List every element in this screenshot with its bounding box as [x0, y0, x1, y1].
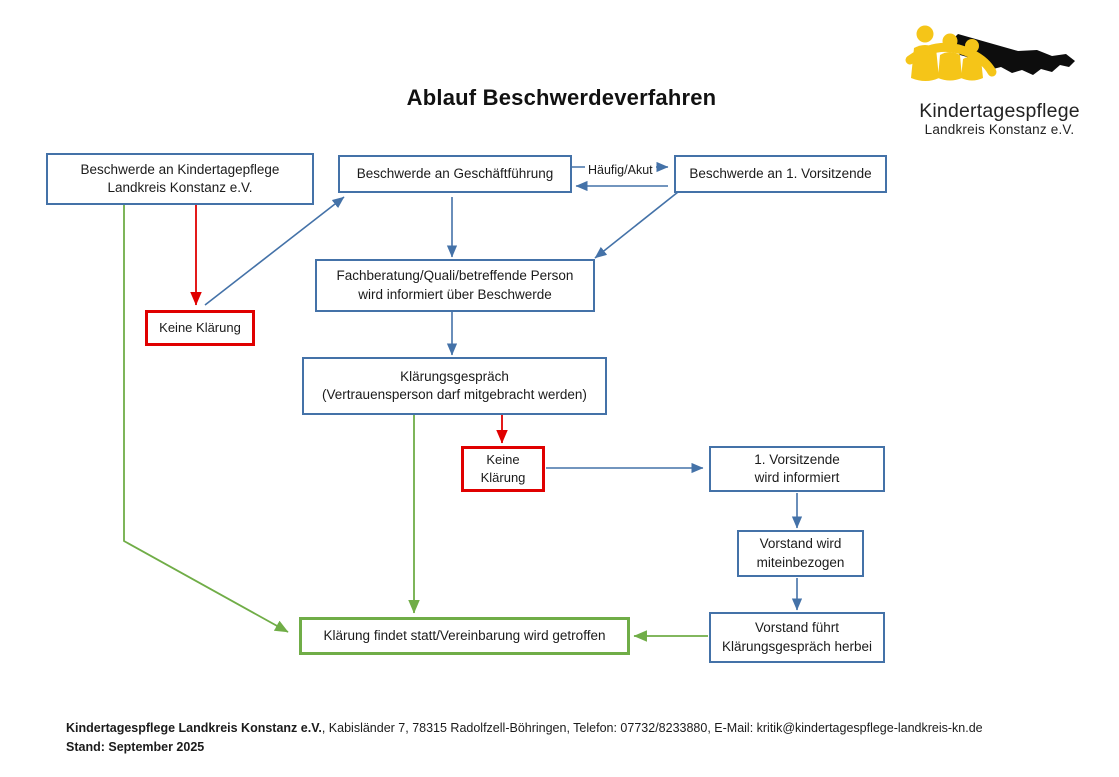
node-klaerungsgespraech[interactable]: Klärungsgespräch (Vertrauensperson darf … — [302, 357, 607, 415]
node-line: Klärung — [480, 470, 526, 485]
logo-title: Kindertagespflege — [919, 100, 1080, 122]
node-line: wird informiert — [754, 470, 840, 485]
edge-vorsitzende-to-fachberatung — [594, 191, 679, 259]
node-line: Beschwerde an Kindertagepflege — [80, 161, 280, 177]
edge-label-haeufig-akut: Häufig/Akut — [585, 163, 656, 177]
node-vorsitzende-informiert[interactable]: 1. Vorsitzende wird informiert — [709, 446, 885, 492]
logo-text: Kindertagespflege Landkreis Konstanz e.V… — [892, 100, 1107, 139]
node-line: Vorstand wird — [759, 536, 842, 552]
page-title-text: Ablauf Beschwerdeverfahren — [406, 85, 717, 110]
footer-org-name: Kindertagespflege Landkreis Konstanz e.V… — [66, 721, 322, 735]
logo: Kindertagespflege Landkreis Konstanz e.V… — [892, 18, 1107, 148]
node-line: Keine Klärung — [159, 320, 241, 336]
node-keine-klaerung-1[interactable]: Keine Klärung — [145, 310, 255, 346]
node-beschwerde-kindertagespflege[interactable]: Beschwerde an Kindertagepflege Landkreis… — [46, 153, 314, 205]
node-klaerung-findet-statt[interactable]: Klärung findet statt/Vereinbarung wird g… — [299, 617, 630, 655]
node-line: (Vertrauensperson darf mitgebracht werde… — [322, 387, 587, 402]
node-line: Landkreis Konstanz e.V. — [107, 180, 253, 195]
node-line: Beschwerde an 1. Vorsitzende — [689, 165, 872, 181]
node-beschwerde-vorsitzende[interactable]: Beschwerde an 1. Vorsitzende — [674, 155, 887, 193]
node-line: Klärungsgespräch — [400, 368, 509, 384]
node-line: Vorstand führt — [754, 620, 840, 636]
node-line: Fachberatung/Quali/betreffende Person — [336, 268, 574, 284]
node-vorstand-fuehrt[interactable]: Vorstand führt Klärungsgespräch herbei — [709, 612, 885, 663]
footer-contact-line: Kindertagespflege Landkreis Konstanz e.V… — [66, 719, 1096, 738]
node-line: Klärung findet statt/Vereinbarung wird g… — [323, 627, 606, 643]
node-line: Beschwerde an Geschäftführung — [356, 165, 554, 181]
node-fachberatung[interactable]: Fachberatung/Quali/betreffende Person wi… — [315, 259, 595, 312]
node-line: Klärungsgespräch herbei — [721, 638, 873, 654]
node-line: wird informiert über Beschwerde — [358, 286, 552, 302]
edge-beschwerde-to-klaerung — [123, 205, 289, 633]
footer-stand: Stand: September 2025 — [66, 740, 205, 755]
kindertagespflege-logo-icon — [905, 25, 1075, 81]
page-title: Ablauf Beschwerdeverfahren — [0, 85, 1119, 111]
node-beschwerde-geschaeftsfuehrung[interactable]: Beschwerde an Geschäftführung — [338, 155, 572, 193]
node-line: 1. Vorsitzende — [754, 451, 840, 467]
footer: Kindertagespflege Landkreis Konstanz e.V… — [66, 719, 1096, 758]
node-vorstand-miteinbezogen[interactable]: Vorstand wird miteinbezogen — [737, 530, 864, 577]
node-keine-klaerung-2[interactable]: Keine Klärung — [461, 446, 545, 492]
footer-address: , Kabisländer 7, 78315 Radolfzell-Böhrin… — [321, 721, 983, 735]
node-line: miteinbezogen — [756, 554, 845, 570]
logo-subtitle: Landkreis Konstanz e.V. — [924, 122, 1075, 138]
node-line: Keine — [486, 452, 520, 468]
